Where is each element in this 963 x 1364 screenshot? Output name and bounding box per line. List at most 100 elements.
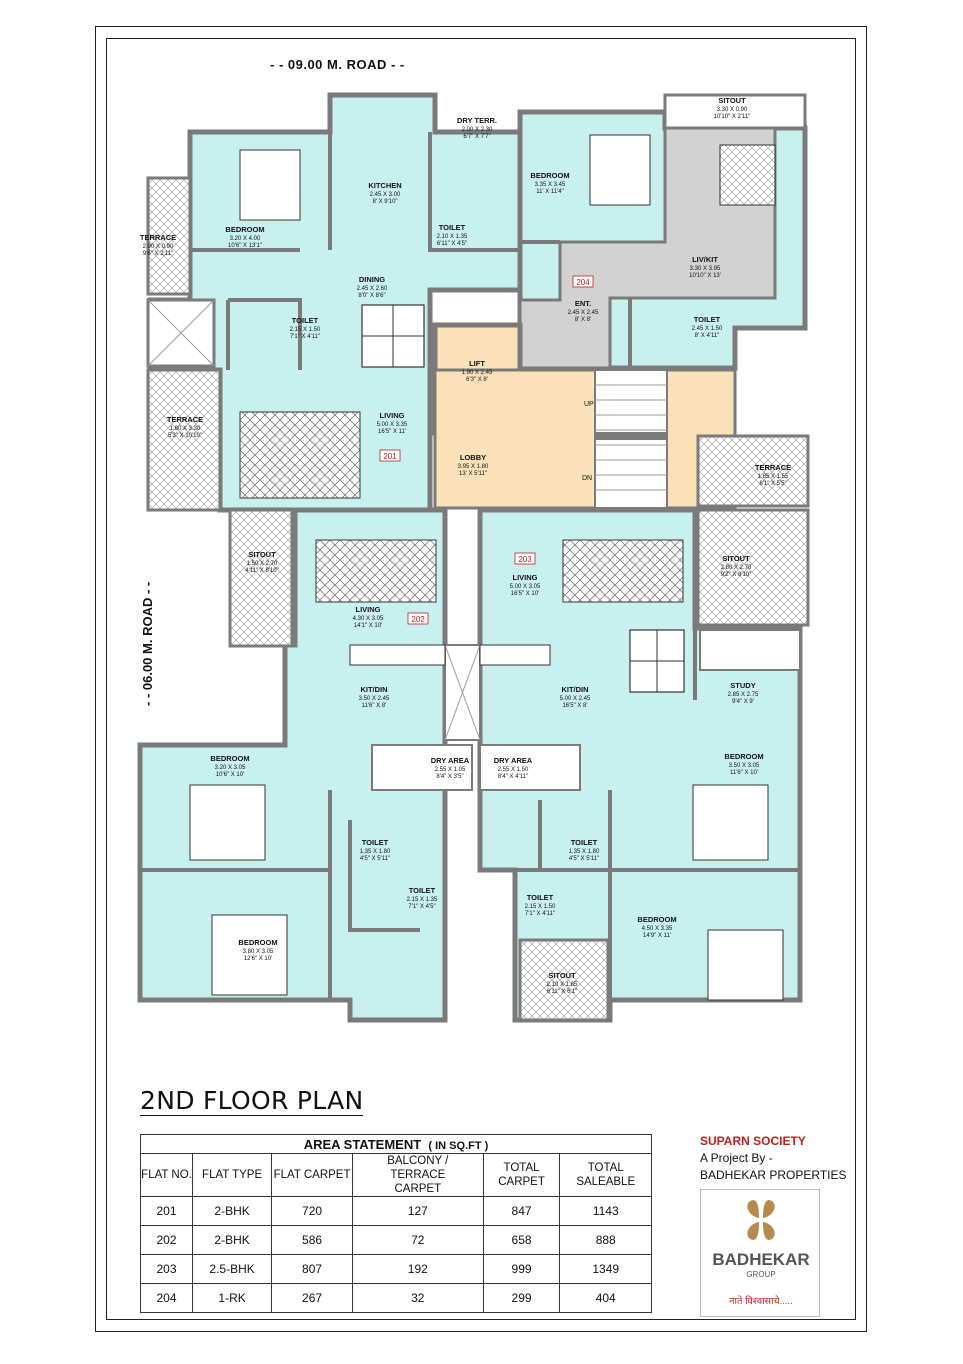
room-name: BEDROOM xyxy=(210,754,249,763)
table-cell: 204 xyxy=(139,1283,194,1313)
flat-tag-201: 201 xyxy=(383,452,397,461)
room-imperial: 10'6" X 10' xyxy=(216,772,244,778)
room-name: LIVING xyxy=(512,573,537,582)
room-imperial: 6'11" X 6'1" xyxy=(547,989,577,995)
table-cell: 1-RK xyxy=(192,1283,273,1313)
room-imperial: 16'5" X 11' xyxy=(378,429,406,435)
room-dims: 2.90 X 0.90 xyxy=(143,244,174,250)
room-dims: 1.85 X 1.55 xyxy=(758,474,789,480)
flat-tags: 201 202 203 204 xyxy=(379,275,594,625)
room-dims: 2.00 X 2.30 xyxy=(462,127,493,133)
badhekar-logo: BADHEKAR GROUP नाते विश्वासाचे..... xyxy=(700,1189,820,1317)
room-dims: 2.10 X 1.35 xyxy=(437,234,468,240)
table-cell: 201 xyxy=(139,1196,194,1226)
table-cell: 1349 xyxy=(559,1254,652,1284)
room-imperial: 7'1" X 4'11" xyxy=(290,334,320,340)
room-name: BEDROOM xyxy=(724,752,763,761)
room-imperial: 14'1" X 10' xyxy=(354,623,382,629)
room-imperial: 7'1" X 4'5" xyxy=(408,904,435,910)
developer-name: BADHEKAR PROPERTIES xyxy=(700,1168,847,1182)
room-name: TERRACE xyxy=(140,233,176,242)
logo-name: BADHEKAR xyxy=(712,1250,810,1269)
table-cell: 267 xyxy=(271,1283,353,1313)
room-imperial: 11' X 11'4" xyxy=(536,189,564,195)
room-imperial: 11'6" X 8' xyxy=(362,703,387,709)
room-name: TOILET xyxy=(362,838,389,847)
top-road-label: - - 09.00 M. ROAD - - xyxy=(270,57,405,72)
room-imperial: 13' X 5'11" xyxy=(459,471,487,477)
room-name: KIT/DIN xyxy=(561,685,588,694)
project-by: A Project By - xyxy=(700,1151,773,1165)
room-name: DINING xyxy=(359,275,385,284)
room-name: TOILET xyxy=(694,315,721,324)
header-total-carpet: TOTAL CARPET xyxy=(482,1153,561,1197)
room-imperial: 7'1" X 4'11" xyxy=(525,911,555,917)
inner-border xyxy=(106,38,856,1320)
room-imperial: 8' X 4'11" xyxy=(695,333,720,339)
table-cell: 192 xyxy=(351,1254,484,1284)
room-imperial: 16'5" X 8' xyxy=(562,703,587,709)
room-imperial: 12'6" X 10' xyxy=(244,956,272,962)
table-cell: 888 xyxy=(559,1225,652,1255)
table-cell: 127 xyxy=(351,1196,484,1226)
room-name: TOILET xyxy=(527,893,554,902)
room-name: LIFT xyxy=(469,359,485,368)
table-cell: 2.5-BHK xyxy=(192,1254,273,1284)
room-dims: 2.45 X 1.50 xyxy=(692,326,723,332)
room-name: TOILET xyxy=(439,223,466,232)
room-dims: 1.60 X 3.30 xyxy=(170,426,201,432)
room-dims: 3.30 X 0.90 xyxy=(717,107,748,113)
outer-border xyxy=(95,26,867,1332)
table-cell: 1143 xyxy=(559,1196,652,1226)
room-dims: 2.15 X 1.35 xyxy=(407,897,438,903)
room-dims: 2.85 X 2.75 xyxy=(728,692,759,698)
room-name: SITOUT xyxy=(718,96,746,105)
room-name: BEDROOM xyxy=(530,171,569,180)
table-cell: 32 xyxy=(351,1283,484,1313)
room-name: DRY AREA xyxy=(431,756,470,765)
room-name: SITOUT xyxy=(548,971,576,980)
table-cell: 404 xyxy=(559,1283,652,1313)
room-imperial: 6'11" X 4'5" xyxy=(437,241,467,247)
room-name: TERRACE xyxy=(167,415,203,424)
room-name: KIT/DIN xyxy=(360,685,387,694)
room-imperial: 4'11" X 8'10" xyxy=(245,568,278,574)
room-dims: 2.45 X 3.00 xyxy=(370,192,401,198)
header-flat-type: FLAT TYPE xyxy=(192,1153,273,1197)
room-dims: 1.90 X 2.45 xyxy=(462,370,493,376)
table-cell: 2-BHK xyxy=(192,1196,273,1226)
header-flat-no: FLAT NO. xyxy=(139,1153,194,1197)
flat-tag-204: 204 xyxy=(576,278,590,287)
stair-dn-label: DN xyxy=(582,475,592,482)
room-dims: 5.00 X 3.05 xyxy=(510,584,541,590)
room-name: LIVING xyxy=(355,605,380,614)
room-name: DRY AREA xyxy=(494,756,533,765)
room-dims: 5.00 X 2.45 xyxy=(560,696,591,702)
table-cell: 203 xyxy=(139,1254,194,1284)
stair-up-label: UP xyxy=(584,401,594,408)
room-dims: 3.50 X 2.45 xyxy=(359,696,390,702)
room-dims: 4.30 X 3.05 xyxy=(353,616,384,622)
flat-tag-203: 203 xyxy=(518,555,532,564)
